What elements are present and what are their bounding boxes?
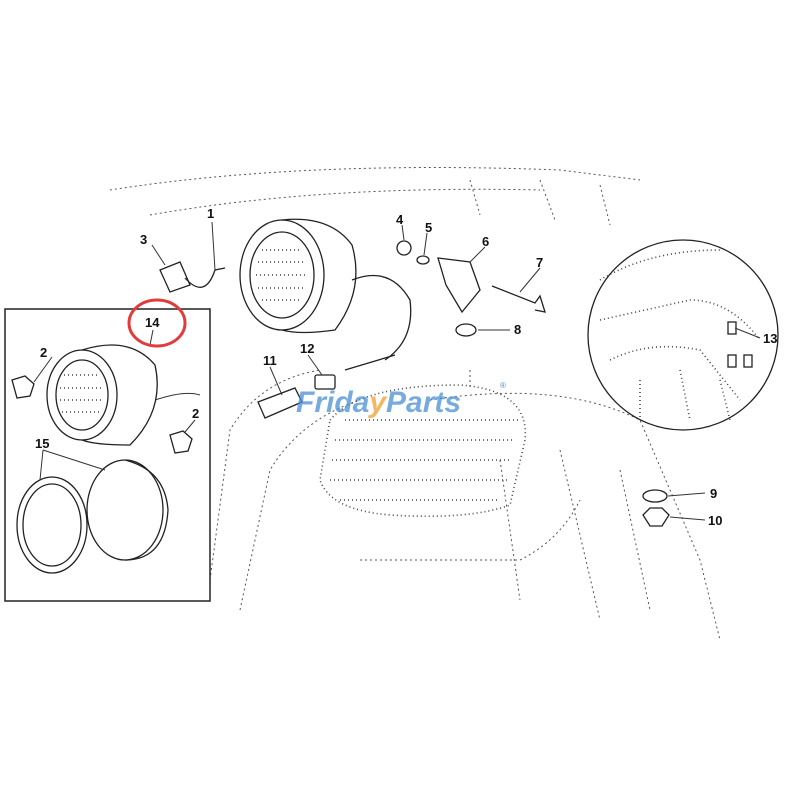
callout-13: 13: [763, 331, 777, 346]
lamp-assembly-inset: [11, 344, 201, 574]
callout-4: 4: [396, 212, 404, 227]
watermark-logo: FridayParts ®: [296, 381, 506, 419]
inset-box: [4, 308, 211, 602]
callout-8: 8: [514, 322, 521, 337]
callout-12: 12: [300, 341, 314, 356]
callout-6: 6: [482, 234, 489, 249]
callout-14: 14: [145, 315, 160, 330]
bracket-hardware: [396, 240, 546, 337]
tractor-body-outline: [109, 167, 721, 641]
callout-1: 1: [207, 206, 214, 221]
callout-labels: 1 2 2 3 4 5 6 7 8 9 10 11 12 13 14 15: [35, 206, 777, 528]
detail-view-harness: [587, 239, 779, 431]
highlight-circle: [127, 298, 187, 348]
callout-9: 9: [710, 486, 717, 501]
work-lamp: [239, 218, 412, 361]
callout-7: 7: [536, 255, 543, 270]
callout-2: 2: [192, 406, 199, 421]
callout-11: 11: [263, 353, 277, 368]
bulb: [159, 261, 226, 293]
svg-text:FridayParts: FridayParts: [296, 386, 461, 419]
nut-washer: [642, 489, 670, 527]
callout-2: 2: [40, 345, 47, 360]
grille: [319, 384, 527, 518]
callout-10: 10: [708, 513, 722, 528]
svg-text:®: ®: [500, 381, 506, 390]
connectors: [257, 354, 396, 419]
leader-lines: [33, 221, 760, 521]
callout-3: 3: [140, 232, 147, 247]
callout-5: 5: [425, 220, 432, 235]
callout-15: 15: [35, 436, 49, 451]
